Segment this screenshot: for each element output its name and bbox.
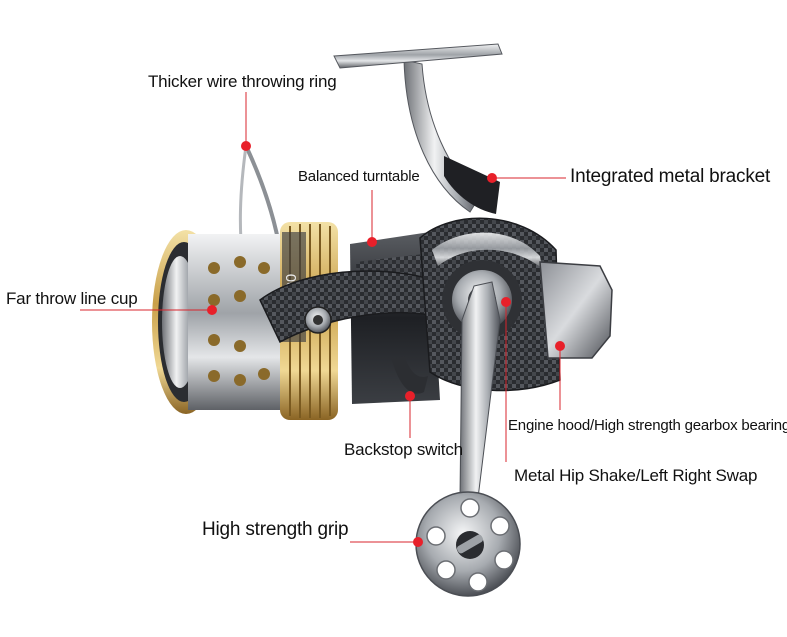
marker-dots: [207, 141, 565, 547]
label-bracket: Integrated metal bracket: [570, 166, 771, 187]
label-engine-hood: Engine hood/High strength gearbox bearin…: [508, 417, 787, 434]
label-wire-ring: Thicker wire throwing ring: [148, 72, 337, 91]
leader-lines: [80, 92, 566, 543]
label-backstop: Backstop switch: [344, 440, 463, 459]
label-line-cup: Far throw line cup: [6, 289, 138, 308]
label-grip: High strength grip: [202, 519, 349, 540]
label-hip-shake: Metal Hip Shake/Left Right Swap: [514, 466, 758, 485]
rod-foot: [333, 43, 503, 69]
bracket-insert: [444, 156, 500, 214]
gearbox-hood: [539, 261, 613, 359]
backstop-lever: [392, 356, 428, 394]
label-turntable: Balanced turntable: [298, 168, 420, 185]
